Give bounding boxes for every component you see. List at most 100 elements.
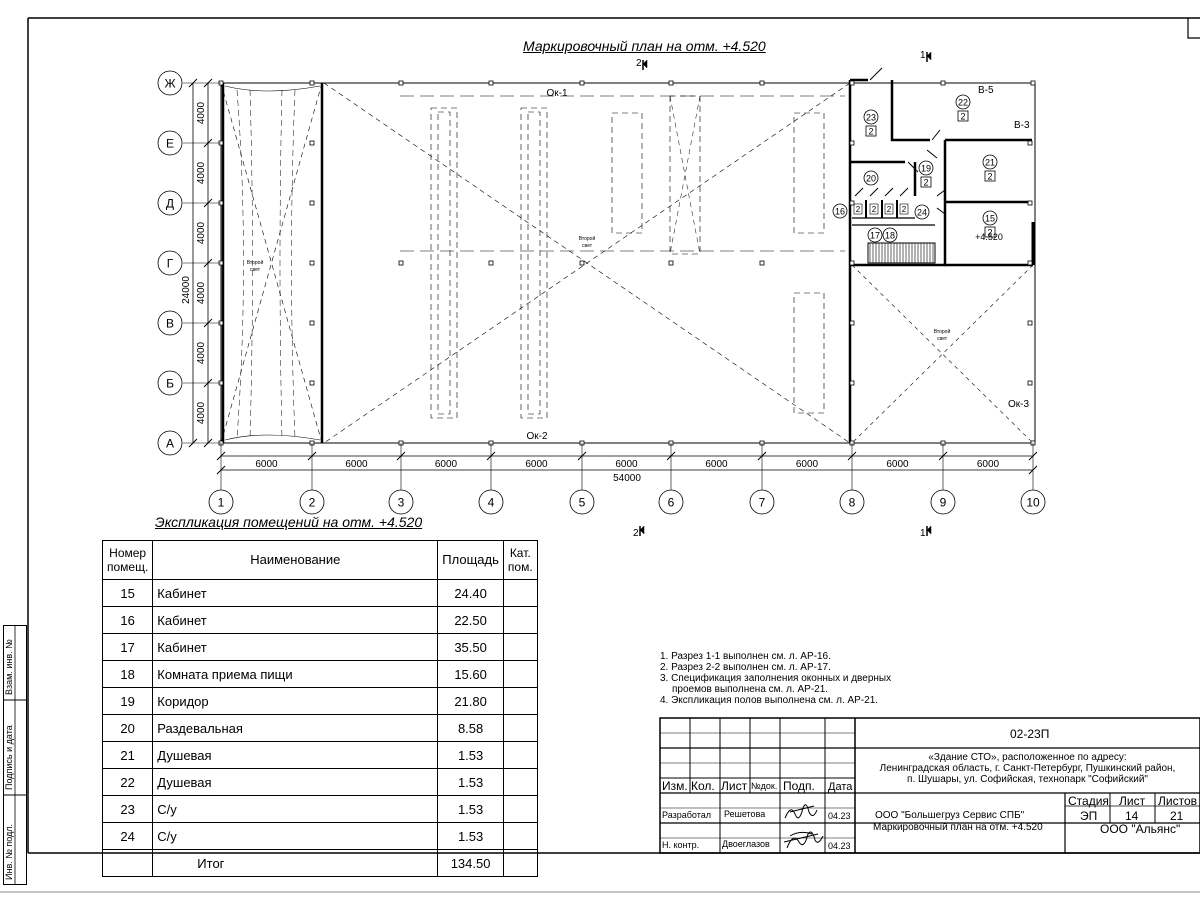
stage-value: ЭП bbox=[1080, 809, 1098, 823]
dim-tick bbox=[577, 451, 587, 461]
column bbox=[488, 80, 494, 86]
door-swing bbox=[907, 161, 919, 173]
col-axis-bubble bbox=[1020, 489, 1046, 515]
room-category bbox=[502, 768, 538, 796]
room-marker bbox=[914, 204, 930, 220]
column bbox=[849, 200, 855, 206]
room-area: 24.40 bbox=[437, 579, 504, 607]
door-swing bbox=[931, 129, 941, 141]
room-number: 16 bbox=[101, 606, 154, 634]
dim-tick bbox=[307, 451, 317, 461]
col-total-dimension: 54000 bbox=[613, 473, 641, 484]
col-dimension: 6000 bbox=[435, 459, 458, 470]
dim-tick bbox=[203, 78, 213, 88]
wall bbox=[852, 217, 935, 226]
doc-code: 02-23П bbox=[1010, 727, 1050, 741]
equipment-outline bbox=[611, 112, 643, 234]
room-area: 1.53 bbox=[437, 768, 504, 796]
room-tag: 2 bbox=[856, 205, 861, 214]
header-name: Наименование bbox=[152, 540, 439, 580]
dim-tick bbox=[203, 318, 213, 328]
wall bbox=[890, 80, 930, 142]
door-swing bbox=[884, 187, 894, 197]
crane-arc bbox=[224, 85, 321, 441]
column bbox=[849, 140, 855, 146]
col-axis-label: 1 bbox=[218, 496, 225, 510]
marking-plan: ВторойсветВторойсветОк-1Ок-2ВторойсветОк… bbox=[157, 50, 1046, 539]
room-number-label: 24 bbox=[917, 208, 927, 218]
header-podp: Подп. bbox=[783, 779, 815, 793]
room-category bbox=[502, 687, 538, 715]
equipment-outline bbox=[793, 292, 825, 414]
col-axis-bubble bbox=[478, 489, 504, 515]
equipment-outline bbox=[430, 107, 458, 419]
room-number-label: 20 bbox=[866, 174, 876, 184]
dim-tick bbox=[188, 438, 198, 448]
dim-tick bbox=[216, 465, 226, 475]
room-tag: 2 bbox=[887, 205, 892, 214]
header-category: Кат. пом. bbox=[502, 540, 538, 580]
room-tag: 2 bbox=[987, 228, 992, 238]
room-category bbox=[502, 822, 538, 850]
room-area: 1.53 bbox=[437, 822, 504, 850]
header-area: Площадь bbox=[437, 540, 504, 580]
row-axis-label: Е bbox=[166, 137, 174, 151]
note-line: проемов выполнена см. л. АР-21. bbox=[672, 684, 829, 695]
explication-table: Номер помещ. Наименование Площадь Кат. п… bbox=[101, 540, 538, 877]
header-sheets: Листов bbox=[1158, 794, 1197, 808]
opening-diagonal bbox=[851, 264, 1034, 444]
room-name: С/у bbox=[152, 795, 439, 823]
total-empty bbox=[101, 849, 154, 877]
col-axis-label: 10 bbox=[1026, 496, 1040, 510]
sheets-value: 21 bbox=[1170, 809, 1184, 823]
section-arrow bbox=[639, 525, 645, 535]
row-dimension: 4000 bbox=[196, 401, 207, 424]
col-axis-label: 3 bbox=[398, 496, 405, 510]
dim-tick bbox=[216, 451, 226, 461]
column bbox=[759, 260, 765, 266]
door-swing bbox=[936, 207, 946, 215]
opening-label-ok3: Ок-3 bbox=[1008, 399, 1029, 410]
row-total-dimension: 24000 bbox=[181, 276, 192, 304]
room-number: 18 bbox=[101, 660, 154, 688]
col-axis-bubble bbox=[569, 489, 595, 515]
col-axis-label: 8 bbox=[849, 496, 856, 510]
room-area: 21.80 bbox=[437, 687, 504, 715]
sheet-title: Маркировочный план на отм. +4.520 bbox=[873, 822, 1043, 833]
explication-header-row: Номер помещ. Наименование Площадь Кат. п… bbox=[101, 540, 538, 580]
side-label: Подпись и дата bbox=[4, 725, 14, 790]
dim-tick bbox=[203, 438, 213, 448]
room-tag-box bbox=[920, 176, 932, 188]
room-name: Кабинет bbox=[152, 633, 439, 661]
header-list: Лист bbox=[721, 779, 748, 793]
name-norm-control: Двоеглазов bbox=[722, 839, 770, 849]
equipment-outline bbox=[527, 111, 541, 415]
room-tag-box bbox=[853, 203, 863, 215]
room-number-label: 21 bbox=[985, 158, 995, 168]
col-axis-label: 2 bbox=[309, 496, 316, 510]
room-marker bbox=[982, 210, 998, 226]
row-dimension: 4000 bbox=[196, 281, 207, 304]
room-category bbox=[502, 606, 538, 634]
col-axis-label: 7 bbox=[759, 496, 766, 510]
equipment-outline bbox=[520, 107, 548, 419]
date-norm-control: 04.23 bbox=[828, 841, 851, 851]
column bbox=[1027, 260, 1033, 266]
elevation-label: +4.520 bbox=[975, 232, 1003, 242]
header-data: Дата bbox=[828, 781, 853, 793]
header-izm: Изм. bbox=[662, 779, 688, 793]
opening-label-ok1: Ок-1 bbox=[546, 88, 567, 99]
room-number-label: 18 bbox=[885, 231, 895, 241]
dim-tick bbox=[666, 451, 676, 461]
sheet-value: 14 bbox=[1125, 809, 1139, 823]
note-line: 2. Разрез 2-2 выполнен см. л. АР-17. bbox=[660, 662, 831, 673]
date-developer: 04.23 bbox=[828, 811, 851, 821]
room-marker bbox=[955, 94, 971, 110]
room-number: 17 bbox=[101, 633, 154, 661]
section-arrow bbox=[926, 51, 932, 61]
